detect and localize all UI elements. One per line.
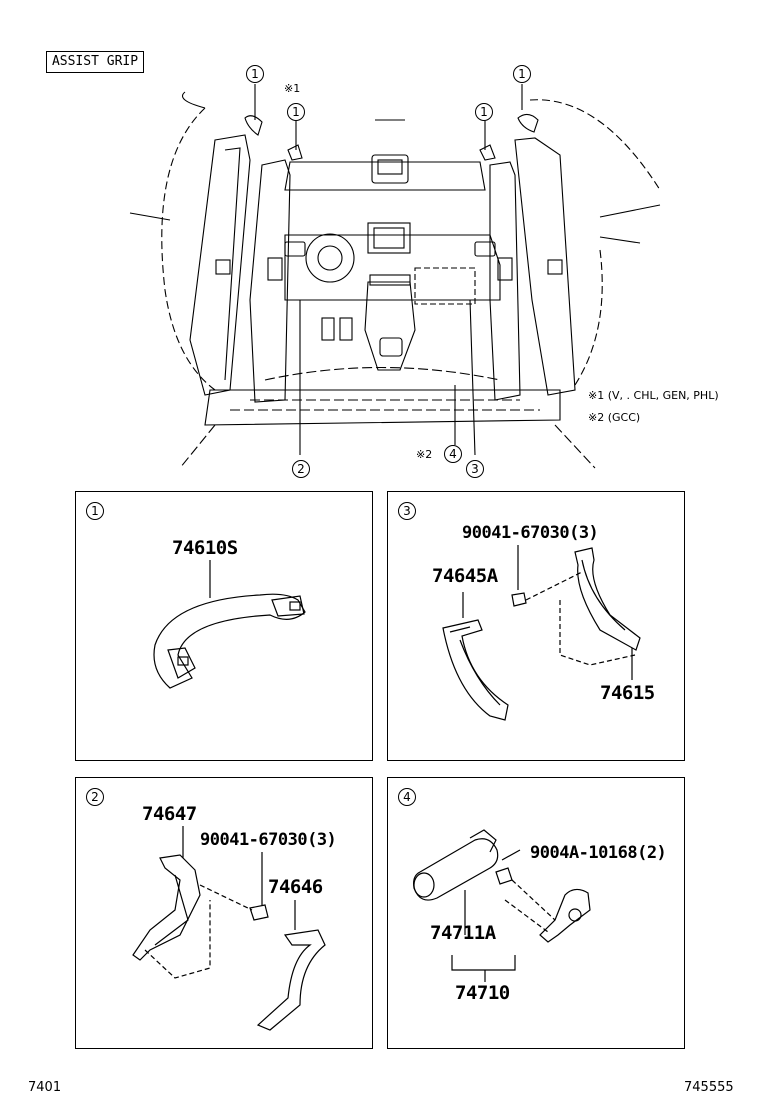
callout-1-right-inner: 1 [475, 103, 493, 121]
assist-grip-74610s-drawing [153, 560, 306, 689]
panel-3-index: 3 [398, 502, 416, 520]
footer-left-code: 7401 [28, 1080, 62, 1095]
pillar-garnish-74646-drawing [256, 900, 326, 1031]
detail-panel-4 [387, 777, 685, 1049]
callout-2: 2 [292, 460, 310, 478]
detail-panel-3 [387, 491, 685, 761]
callout-note-ref-1: ※1 [284, 82, 301, 95]
panel-2-index: 2 [86, 788, 104, 806]
callout-ref-2-label: ※2 [416, 448, 433, 461]
detail-panel-1 [75, 491, 373, 761]
callout-1-left-inner: 1 [287, 103, 305, 121]
callout-4: 4 [444, 445, 462, 463]
part-number-74615: 74615 [600, 682, 655, 704]
bracket-clip-drawing [504, 888, 591, 943]
part-number-9004a-10168: 9004A-10168(2) [530, 843, 667, 863]
clip-90041-panel2-drawing [199, 852, 269, 921]
assembly-bracket-lines [451, 955, 516, 982]
detail-panel-2 [75, 777, 373, 1049]
part-number-74610s: 74610S [172, 537, 238, 559]
footer-right-code: 745555 [684, 1080, 734, 1095]
callout-3: 3 [466, 460, 484, 478]
panel-4-index: 4 [398, 788, 416, 806]
bolt-9004a-drawing [495, 849, 556, 921]
part-number-74710: 74710 [455, 982, 510, 1004]
part-number-74647: 74647 [142, 803, 197, 825]
panel-1-index: 1 [86, 502, 104, 520]
applicability-note-1: ※1 (V, . CHL, GEN, PHL) [588, 389, 719, 402]
clip-90041-drawing [511, 545, 583, 607]
pillar-garnish-74645a-drawing [442, 592, 509, 721]
part-number-90041-67030-p2: 90041-67030(3) [200, 830, 337, 850]
pillar-bracket-74615-drawing [559, 547, 641, 680]
pillar-bracket-74647-drawing [132, 826, 211, 979]
part-number-74711a: 74711A [430, 922, 496, 944]
grip-handle-74711a-drawing [413, 829, 499, 935]
part-number-74645a: 74645A [432, 565, 498, 587]
callout-1-right: 1 [513, 65, 531, 83]
diagram-title: ASSIST GRIP [46, 51, 144, 73]
part-number-74646: 74646 [268, 876, 323, 898]
callout-1-left: 1 [246, 65, 264, 83]
applicability-note-2: ※2 (GCC) [588, 411, 641, 424]
part-number-90041-67030-p3: 90041-67030(3) [462, 523, 599, 543]
